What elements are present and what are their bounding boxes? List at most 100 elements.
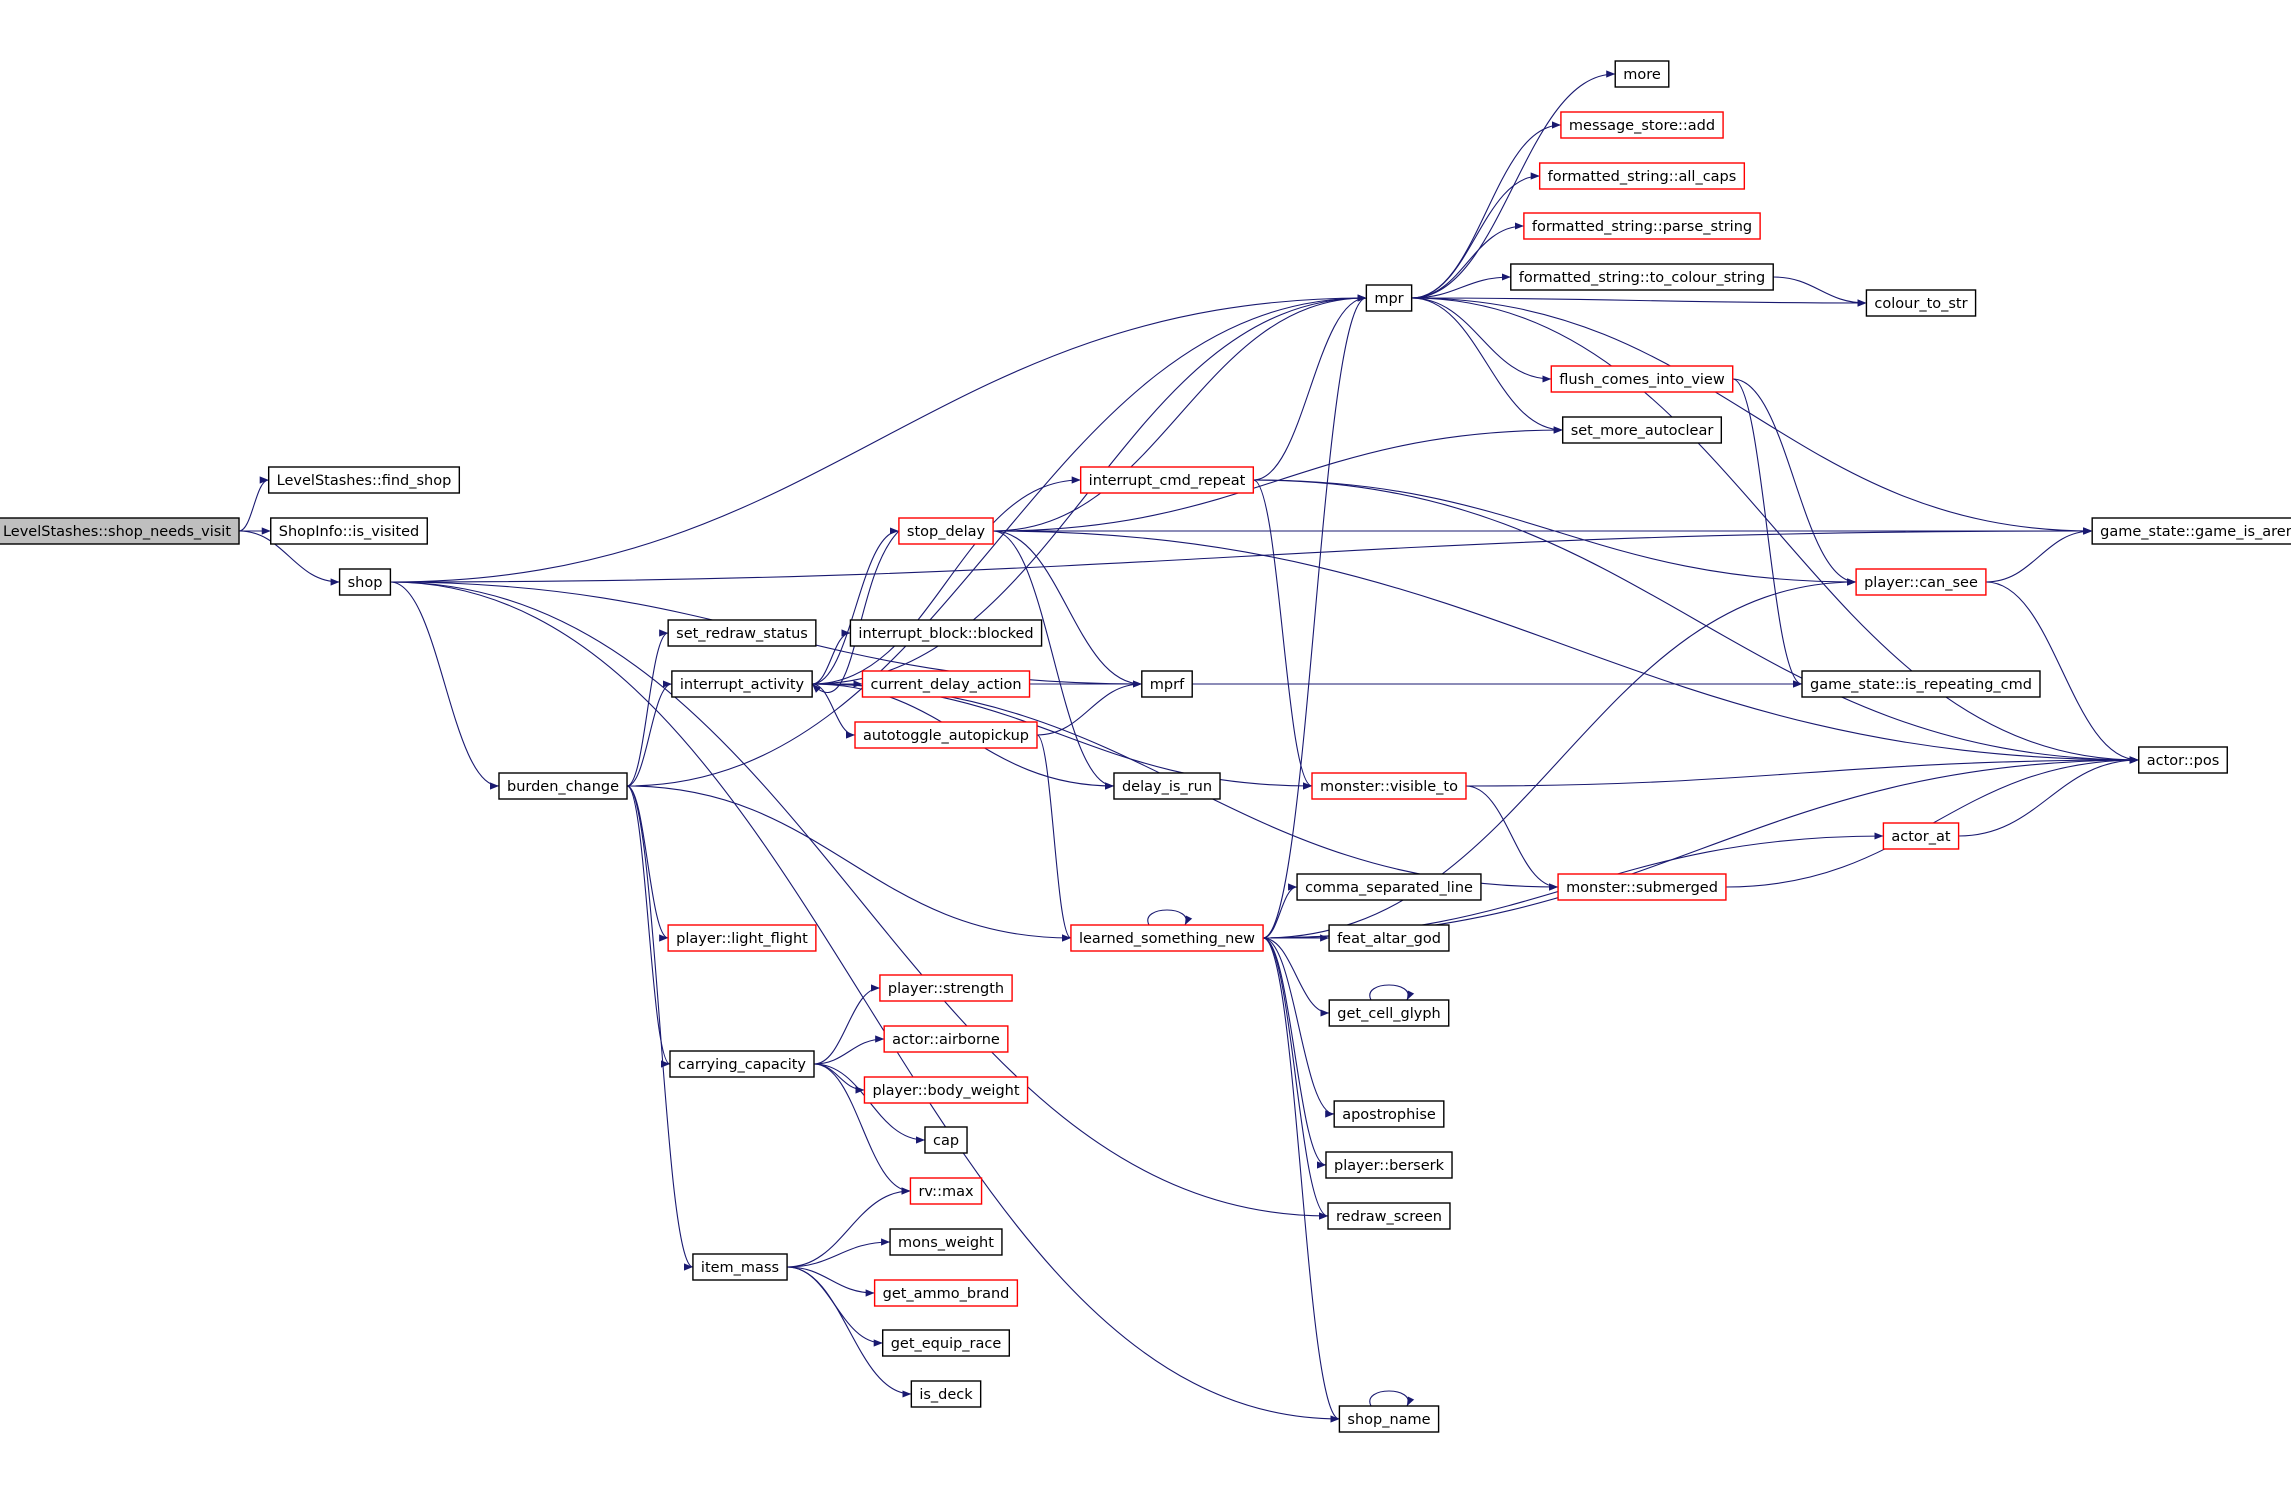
node-box[interactable] bbox=[338, 568, 392, 596]
node-box[interactable] bbox=[1550, 365, 1734, 393]
node-box[interactable] bbox=[1338, 1405, 1440, 1433]
node-box[interactable] bbox=[1561, 416, 1723, 444]
node-interrupt-cmd-repeat[interactable]: interrupt_cmd_repeat bbox=[1079, 466, 1255, 494]
node-feat-altar-god[interactable]: feat_altar_god bbox=[1328, 924, 1450, 952]
node-delay-is-run[interactable]: delay_is_run bbox=[1113, 772, 1221, 800]
node-box[interactable] bbox=[1510, 263, 1774, 291]
node-box[interactable] bbox=[1882, 822, 1960, 850]
node-box[interactable] bbox=[1070, 924, 1264, 952]
node-get-cell-glyph[interactable]: get_cell_glyph bbox=[1328, 999, 1450, 1027]
node-box[interactable] bbox=[854, 721, 1038, 749]
node-actor-airborne[interactable]: actor::airborne bbox=[883, 1025, 1009, 1053]
node-box[interactable] bbox=[2138, 746, 2228, 774]
node-box[interactable] bbox=[1296, 873, 1482, 901]
node-player-light-flight[interactable]: player::light_flight bbox=[667, 924, 817, 952]
node-get-ammo-brand[interactable]: get_ammo_brand bbox=[873, 1279, 1019, 1307]
node-rv-max[interactable]: rv::max bbox=[909, 1177, 983, 1205]
node-shop[interactable]: shop bbox=[338, 568, 392, 596]
node-box[interactable] bbox=[898, 517, 994, 545]
node-box[interactable] bbox=[1113, 772, 1221, 800]
node-apostrophise[interactable]: apostrophise bbox=[1333, 1100, 1445, 1128]
node-box[interactable] bbox=[1801, 670, 2041, 698]
node-box[interactable] bbox=[1328, 999, 1450, 1027]
node-box[interactable] bbox=[1333, 1100, 1445, 1128]
node-fs-parse-string[interactable]: formatted_string::parse_string bbox=[1523, 212, 1761, 240]
node-box[interactable] bbox=[924, 1126, 968, 1154]
node-box[interactable] bbox=[881, 1329, 1011, 1357]
node-box[interactable] bbox=[270, 517, 428, 545]
node-box[interactable] bbox=[879, 974, 1013, 1002]
node-box[interactable] bbox=[910, 1380, 982, 1408]
node-box[interactable] bbox=[2091, 517, 2291, 545]
node-fs-all-caps[interactable]: formatted_string::all_caps bbox=[1538, 162, 1746, 190]
node-is-visited[interactable]: ShopInfo::is_visited bbox=[270, 517, 428, 545]
node-monster-visible-to[interactable]: monster::visible_to bbox=[1311, 772, 1467, 800]
node-find-shop[interactable]: LevelStashes::find_shop bbox=[267, 466, 461, 494]
node-box[interactable] bbox=[909, 1177, 983, 1205]
node-box[interactable] bbox=[1855, 568, 1987, 596]
node-actor-pos[interactable]: actor::pos bbox=[2138, 746, 2228, 774]
node-interrupt-activity[interactable]: interrupt_activity bbox=[671, 670, 813, 698]
node-box[interactable] bbox=[1523, 212, 1761, 240]
node-box[interactable] bbox=[1079, 466, 1255, 494]
node-flush-comes-into-view[interactable]: flush_comes_into_view bbox=[1550, 365, 1734, 393]
node-box[interactable] bbox=[1865, 289, 1977, 317]
node-game-is-arena[interactable]: game_state::game_is_arena bbox=[2091, 517, 2291, 545]
node-actor-at[interactable]: actor_at bbox=[1882, 822, 1960, 850]
node-box[interactable] bbox=[1365, 284, 1413, 312]
node-item-mass[interactable]: item_mass bbox=[692, 1253, 788, 1281]
node-box[interactable] bbox=[861, 670, 1031, 698]
node-box[interactable] bbox=[1327, 1202, 1451, 1230]
node-box[interactable] bbox=[1614, 60, 1670, 88]
node-box[interactable] bbox=[1328, 924, 1450, 952]
node-comma-separated-line[interactable]: comma_separated_line bbox=[1296, 873, 1482, 901]
node-interrupt-block-blocked[interactable]: interrupt_block::blocked bbox=[849, 619, 1043, 647]
node-player-strength[interactable]: player::strength bbox=[879, 974, 1013, 1002]
node-box[interactable] bbox=[1141, 670, 1193, 698]
node-mpr[interactable]: mpr bbox=[1365, 284, 1413, 312]
node-set-more-autoclear[interactable]: set_more_autoclear bbox=[1561, 416, 1723, 444]
node-autotoggle-autopickup[interactable]: autotoggle_autopickup bbox=[854, 721, 1038, 749]
node-box[interactable] bbox=[267, 466, 461, 494]
node-get-equip-race[interactable]: get_equip_race bbox=[881, 1329, 1011, 1357]
node-stop-delay[interactable]: stop_delay bbox=[898, 517, 994, 545]
node-current-delay-action[interactable]: current_delay_action bbox=[861, 670, 1031, 698]
node-cap[interactable]: cap bbox=[924, 1126, 968, 1154]
node-box[interactable] bbox=[671, 670, 813, 698]
node-box[interactable] bbox=[849, 619, 1043, 647]
node-fs-to-colour-string[interactable]: formatted_string::to_colour_string bbox=[1510, 263, 1774, 291]
node-player-can-see[interactable]: player::can_see bbox=[1855, 568, 1987, 596]
node-box[interactable] bbox=[667, 619, 817, 647]
node-box[interactable] bbox=[0, 517, 240, 545]
node-player-body-weight[interactable]: player::body_weight bbox=[863, 1076, 1029, 1104]
node-box[interactable] bbox=[863, 1076, 1029, 1104]
node-learned-something-new[interactable]: learned_something_new bbox=[1070, 924, 1264, 952]
node-player-berserk[interactable]: player::berserk bbox=[1325, 1151, 1453, 1179]
node-box[interactable] bbox=[1560, 111, 1724, 139]
node-monster-submerged[interactable]: monster::submerged bbox=[1557, 873, 1727, 901]
node-box[interactable] bbox=[669, 1050, 815, 1078]
node-carrying-capacity[interactable]: carrying_capacity bbox=[669, 1050, 815, 1078]
node-redraw-screen[interactable]: redraw_screen bbox=[1327, 1202, 1451, 1230]
node-more[interactable]: more bbox=[1614, 60, 1670, 88]
node-mons-weight[interactable]: mons_weight bbox=[889, 1228, 1003, 1256]
node-box[interactable] bbox=[1557, 873, 1727, 901]
node-box[interactable] bbox=[692, 1253, 788, 1281]
node-set-redraw-status[interactable]: set_redraw_status bbox=[667, 619, 817, 647]
node-box[interactable] bbox=[873, 1279, 1019, 1307]
node-message-store-add[interactable]: message_store::add bbox=[1560, 111, 1724, 139]
node-burden-change[interactable]: burden_change bbox=[498, 772, 628, 800]
node-colour-to-str[interactable]: colour_to_str bbox=[1865, 289, 1977, 317]
node-box[interactable] bbox=[883, 1025, 1009, 1053]
node-root[interactable]: LevelStashes::shop_needs_visit bbox=[0, 517, 240, 545]
node-box[interactable] bbox=[1538, 162, 1746, 190]
node-box[interactable] bbox=[498, 772, 628, 800]
node-is-deck[interactable]: is_deck bbox=[910, 1380, 982, 1408]
node-mprf[interactable]: mprf bbox=[1141, 670, 1193, 698]
node-box[interactable] bbox=[1311, 772, 1467, 800]
node-box[interactable] bbox=[1325, 1151, 1453, 1179]
node-box[interactable] bbox=[889, 1228, 1003, 1256]
node-shop-name[interactable]: shop_name bbox=[1338, 1405, 1440, 1433]
node-is-repeating-cmd[interactable]: game_state::is_repeating_cmd bbox=[1801, 670, 2041, 698]
node-box[interactable] bbox=[667, 924, 817, 952]
